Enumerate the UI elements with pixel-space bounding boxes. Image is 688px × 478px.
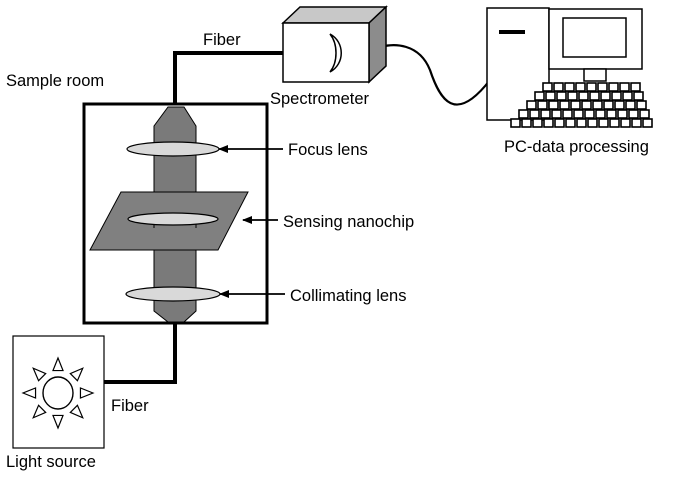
keyboard-key (636, 100, 647, 110)
beam-bottom (153, 249, 197, 323)
keyboard-key (617, 109, 628, 119)
keyboard-key (589, 91, 600, 101)
keyboard-key (630, 82, 641, 92)
keyboard-key (620, 118, 631, 128)
keyboard-key (573, 109, 584, 119)
keyboard-key (510, 118, 521, 128)
keyboard-key (586, 82, 597, 92)
fiber-bottom-label: Fiber (111, 397, 149, 415)
pc-label: PC-data processing (504, 138, 649, 156)
keyboard-key (642, 118, 653, 128)
focus-lens (126, 141, 220, 157)
light-source-label: Light source (6, 453, 96, 471)
keyboard-key (619, 82, 630, 92)
keyboard-key (543, 118, 554, 128)
keyboard-key (565, 118, 576, 128)
collimating-lens-label: Collimating lens (290, 287, 406, 305)
keyboard-key (562, 109, 573, 119)
keyboard-key (521, 118, 532, 128)
keyboard-key (567, 91, 578, 101)
light-ray (52, 356, 64, 372)
sensing-nanochip-label: Sensing nanochip (283, 213, 414, 231)
keyboard-key (603, 100, 614, 110)
keyboard-key (529, 109, 540, 119)
keyboard-key (548, 100, 559, 110)
collimating-lens (125, 286, 221, 302)
light-ray (69, 367, 84, 382)
light-ray (79, 387, 95, 399)
keyboard-key (614, 100, 625, 110)
keyboard-key (570, 100, 581, 110)
light-ray (69, 404, 84, 419)
keyboard-key (600, 91, 611, 101)
light-ray (52, 414, 64, 430)
keyboard-key (575, 82, 586, 92)
keyboard-key (639, 109, 650, 119)
keyboard-key (606, 109, 617, 119)
spectrometer-label: Spectrometer (270, 90, 370, 108)
keyboard-key (584, 109, 595, 119)
light-ray (21, 387, 37, 399)
keyboard-key (592, 100, 603, 110)
light-ray (32, 367, 47, 382)
keyboard-key (576, 118, 587, 128)
keyboard-key (625, 100, 636, 110)
keyboard-key (581, 100, 592, 110)
keyboard-icon (510, 82, 653, 128)
fiber-bottom-cable (104, 322, 177, 384)
keyboard-key (532, 118, 543, 128)
keyboard-key (518, 109, 529, 119)
light-source-icon (21, 356, 95, 430)
keyboard-key (631, 118, 642, 128)
keyboard-key (540, 109, 551, 119)
keyboard-key (542, 82, 553, 92)
keyboard-key (628, 109, 639, 119)
keyboard-key (554, 118, 565, 128)
focus-lens-label: Focus lens (288, 141, 368, 159)
pc-screen (562, 17, 627, 58)
bulb-circle (42, 376, 74, 410)
pc (486, 7, 653, 128)
keyboard-key (526, 100, 537, 110)
sample-room-label: Sample room (6, 72, 104, 90)
keyboard-key (598, 118, 609, 128)
keyboard-key (553, 82, 564, 92)
keyboard-key (556, 91, 567, 101)
keyboard-key (537, 100, 548, 110)
keyboard-key (564, 82, 575, 92)
keyboard-key (611, 91, 622, 101)
fiber-top-label: Fiber (203, 31, 241, 49)
fiber-top-cable (173, 51, 283, 105)
pc-tower-slot (499, 30, 525, 34)
nanochip-lens (127, 212, 219, 226)
spectrometer-grating-icon (329, 33, 342, 73)
keyboard-key (595, 109, 606, 119)
keyboard-key (633, 91, 644, 101)
keyboard-key (587, 118, 598, 128)
keyboard-key (622, 91, 633, 101)
keyboard-key (559, 100, 570, 110)
keyboard-key (608, 82, 619, 92)
keyboard-key (578, 91, 589, 101)
keyboard-key (551, 109, 562, 119)
keyboard-key (534, 91, 545, 101)
keyboard-key (609, 118, 620, 128)
pc-monitor-stand (583, 68, 607, 82)
light-ray (32, 404, 47, 419)
spectrometer-front (282, 22, 370, 83)
keyboard-key (597, 82, 608, 92)
spectrometer (281, 5, 388, 84)
keyboard-key (545, 91, 556, 101)
